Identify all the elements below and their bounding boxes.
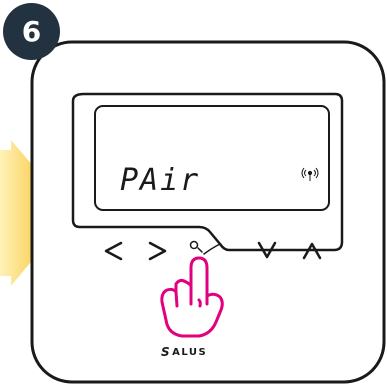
brand-logo-mark: S — [161, 345, 172, 359]
lcd-pair-text: PAir — [120, 163, 200, 198]
pointing-hand-icon — [160, 256, 224, 338]
step-number-badge: 6 — [3, 3, 60, 60]
settings-button[interactable] — [189, 240, 199, 250]
wireless-signal-icon — [301, 167, 319, 181]
down-arrow-button[interactable] — [257, 241, 277, 259]
brand-logo: S ALUS — [161, 345, 227, 359]
brand-logo-text: ALUS — [172, 346, 208, 358]
left-arrow-button[interactable] — [104, 241, 123, 261]
up-arrow-button[interactable] — [302, 242, 322, 260]
right-arrow-button[interactable] — [148, 241, 167, 261]
lcd-screen — [94, 105, 330, 211]
tap-indicator-icon — [197, 243, 221, 255]
